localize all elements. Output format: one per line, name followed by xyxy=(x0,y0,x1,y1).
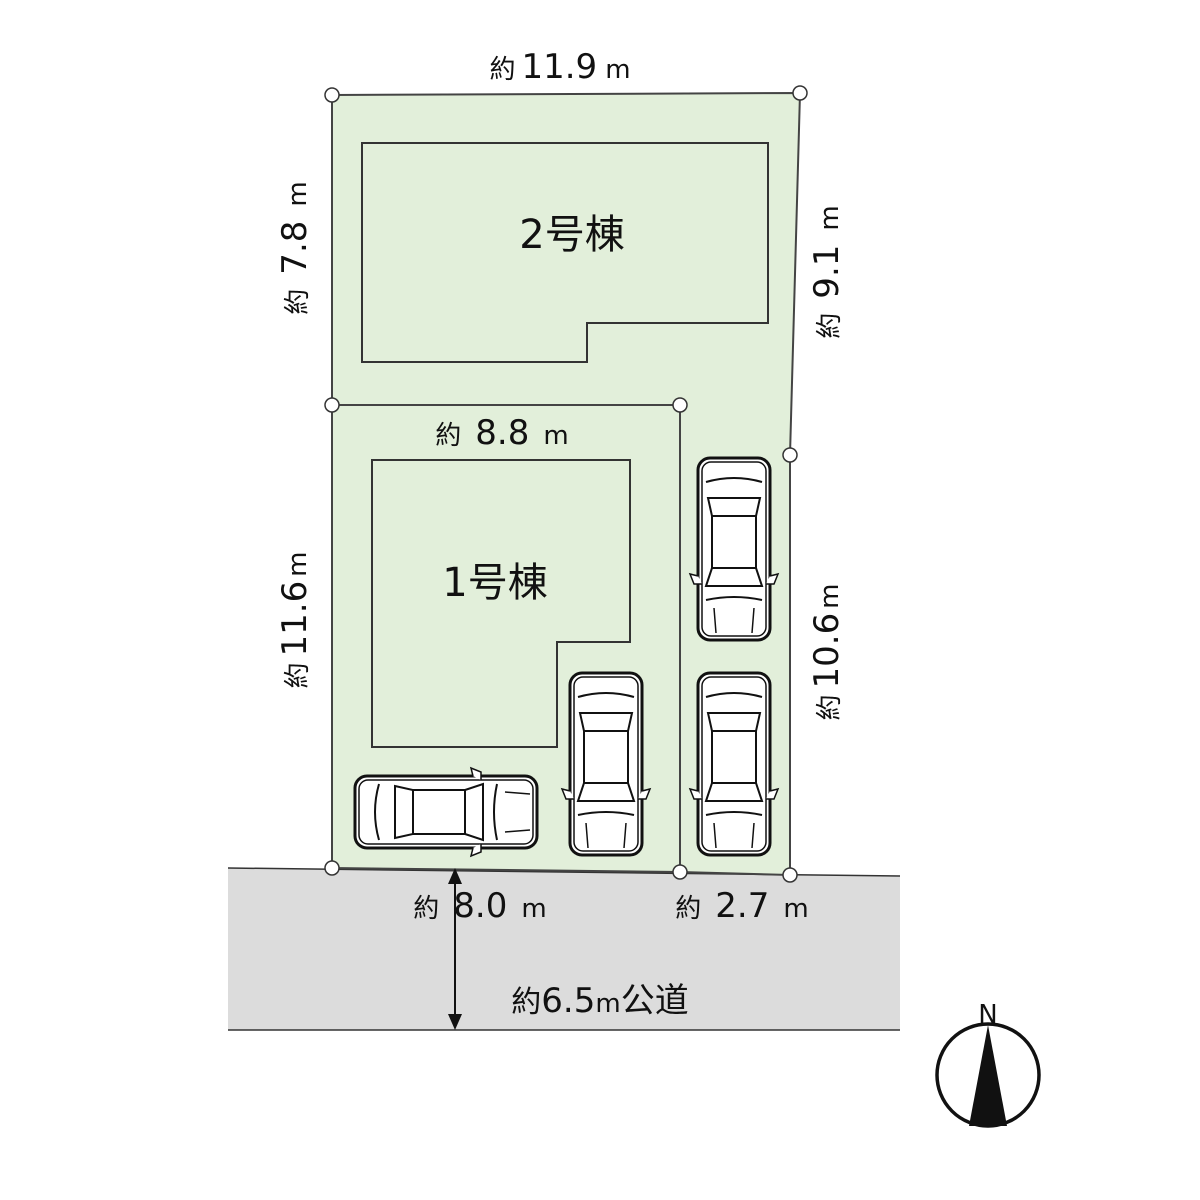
road-label: 約6.5m公道 xyxy=(511,981,688,1021)
north-compass-icon: N xyxy=(935,1000,1041,1128)
parking-car-icon xyxy=(353,766,539,858)
dimension-left-lower: 約11.6m xyxy=(275,551,315,688)
parking-car-icon xyxy=(688,456,780,642)
building-1-label: 1号棟 xyxy=(442,560,547,606)
building-2-label: 2号棟 xyxy=(519,212,624,258)
dimension-left-upper: 約7.8m xyxy=(275,181,315,314)
dimension-right-lower: 約10.6m xyxy=(807,583,847,720)
public-road xyxy=(228,868,900,1030)
building-2-footprint xyxy=(361,142,769,363)
boundary-markers xyxy=(324,85,808,883)
parking-car-icon xyxy=(688,671,780,857)
road-width-arrow xyxy=(448,868,462,1030)
building-1-footprint xyxy=(371,459,631,748)
dimension-right-upper: 約9.1m xyxy=(807,205,847,338)
parking-car-icon xyxy=(560,671,652,857)
